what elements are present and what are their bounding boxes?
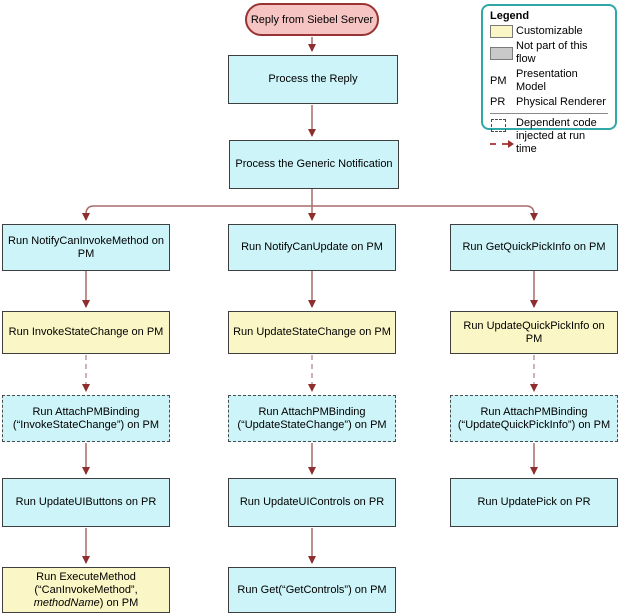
step-execute-method: Run ExecuteMethod (“CanInvokeMethod”, me…: [2, 567, 170, 613]
step-label: Run NotifyCanInvokeMethod on PM: [8, 234, 164, 260]
step-label-line1: Run AttachPMBinding: [258, 405, 366, 418]
step-run-get-controls: Run Get(“GetControls”) on PM: [228, 567, 396, 613]
step-label: Run NotifyCanUpdate on PM: [241, 241, 383, 253]
step-label-line3: methodName) on PM: [34, 597, 139, 610]
step-label: Process the Reply: [268, 73, 358, 85]
step-attach-pm-binding-update: Run AttachPMBinding (“UpdateStateChange”…: [228, 395, 396, 442]
legend-divider: [490, 113, 608, 114]
step-label: Run InvokeStateChange on PM: [8, 326, 164, 338]
step-label-line1: Run AttachPMBinding: [480, 405, 588, 418]
pr-abbr: PR: [490, 96, 506, 108]
step-get-quick-pick-info: Run GetQuickPickInfo on PM: [450, 224, 618, 271]
step-label-line1: Run AttachPMBinding: [32, 405, 140, 418]
step-label: Run UpdateStateChange on PM: [233, 326, 391, 338]
legend-label: Dependent code injected at run time: [516, 117, 608, 156]
not-part-swatch-icon: [490, 46, 516, 60]
step-label: Run GetQuickPickInfo on PM: [462, 241, 606, 253]
step-update-ui-buttons: Run UpdateUIButtons on PR: [2, 478, 170, 527]
legend-title: Legend: [490, 10, 530, 22]
dashed-arrow-icon: [490, 140, 514, 148]
legend-label: Customizable: [516, 25, 583, 37]
step-label: Process the Generic Notification: [235, 158, 393, 170]
step-label: Run Get(“GetControls”) on PM: [237, 583, 387, 596]
dependent-label-line2: injected at run time: [516, 130, 586, 155]
step-label-line2: (“UpdateStateChange”) on PM: [237, 418, 387, 431]
step-label: Run UpdateQuickPickInfo on PM: [463, 319, 605, 345]
legend-label: Not part of this flow: [516, 40, 588, 65]
step-attach-pm-binding-invoke: Run AttachPMBinding (“InvokeStateChange”…: [2, 395, 170, 442]
step-notify-can-update: Run NotifyCanUpdate on PM: [228, 224, 396, 271]
step-label: Run UpdateUIButtons on PR: [15, 496, 157, 508]
step-label-line2: (“InvokeStateChange”) on PM: [12, 418, 160, 431]
step-update-pick: Run UpdatePick on PR: [450, 478, 618, 527]
step-label-line1: Run ExecuteMethod: [36, 570, 136, 583]
legend-row-pr: PR Physical Renderer: [490, 96, 608, 109]
step-label-line2: (“CanInvokeMethod”,: [34, 583, 138, 596]
step-notify-can-invoke-method: Run NotifyCanInvokeMethod on PM: [2, 224, 170, 271]
legend-row-customizable: Customizable: [490, 25, 608, 38]
step-process-reply: Process the Reply: [228, 55, 398, 104]
step-update-ui-controls: Run UpdateUIControls on PR: [228, 478, 396, 527]
step-update-quick-pick-info: Run UpdateQuickPickInfo on PM: [450, 311, 618, 354]
step-label-line2: (“UpdateQuickPickInfo”) on PM: [457, 418, 611, 431]
step-update-state-change: Run UpdateStateChange on PM: [228, 311, 396, 354]
legend-row-not-part: Not part of this flow: [490, 40, 608, 66]
legend-row-dependent: Dependent code injected at run time: [490, 117, 608, 156]
start-terminator-label: Reply from Siebel Server: [250, 13, 374, 26]
step-label: Run UpdateUIControls on PR: [239, 496, 385, 508]
dependent-icons: [490, 117, 516, 148]
step-process-generic-notification: Process the Generic Notification: [229, 140, 399, 189]
legend-label: Physical Renderer: [516, 96, 606, 108]
legend-label: Presentation Model: [516, 68, 578, 93]
step-label-line3-rest: ) on PM: [99, 596, 139, 609]
legend: Legend Customizable Not part of this flo…: [481, 4, 617, 155]
legend-row-pm: PM Presentation Model: [490, 68, 608, 94]
step-attach-pm-binding-quickpick: Run AttachPMBinding (“UpdateQuickPickInf…: [450, 395, 618, 442]
method-name-italic: methodName: [33, 596, 100, 609]
customizable-swatch-icon: [490, 25, 516, 38]
pm-abbr: PM: [490, 74, 507, 87]
start-terminator: Reply from Siebel Server: [245, 3, 379, 36]
dashed-box-icon: [491, 119, 506, 132]
dependent-label-line1: Dependent code: [516, 117, 597, 129]
step-label: Run UpdatePick on PR: [477, 496, 591, 508]
step-invoke-state-change: Run InvokeStateChange on PM: [2, 311, 170, 354]
